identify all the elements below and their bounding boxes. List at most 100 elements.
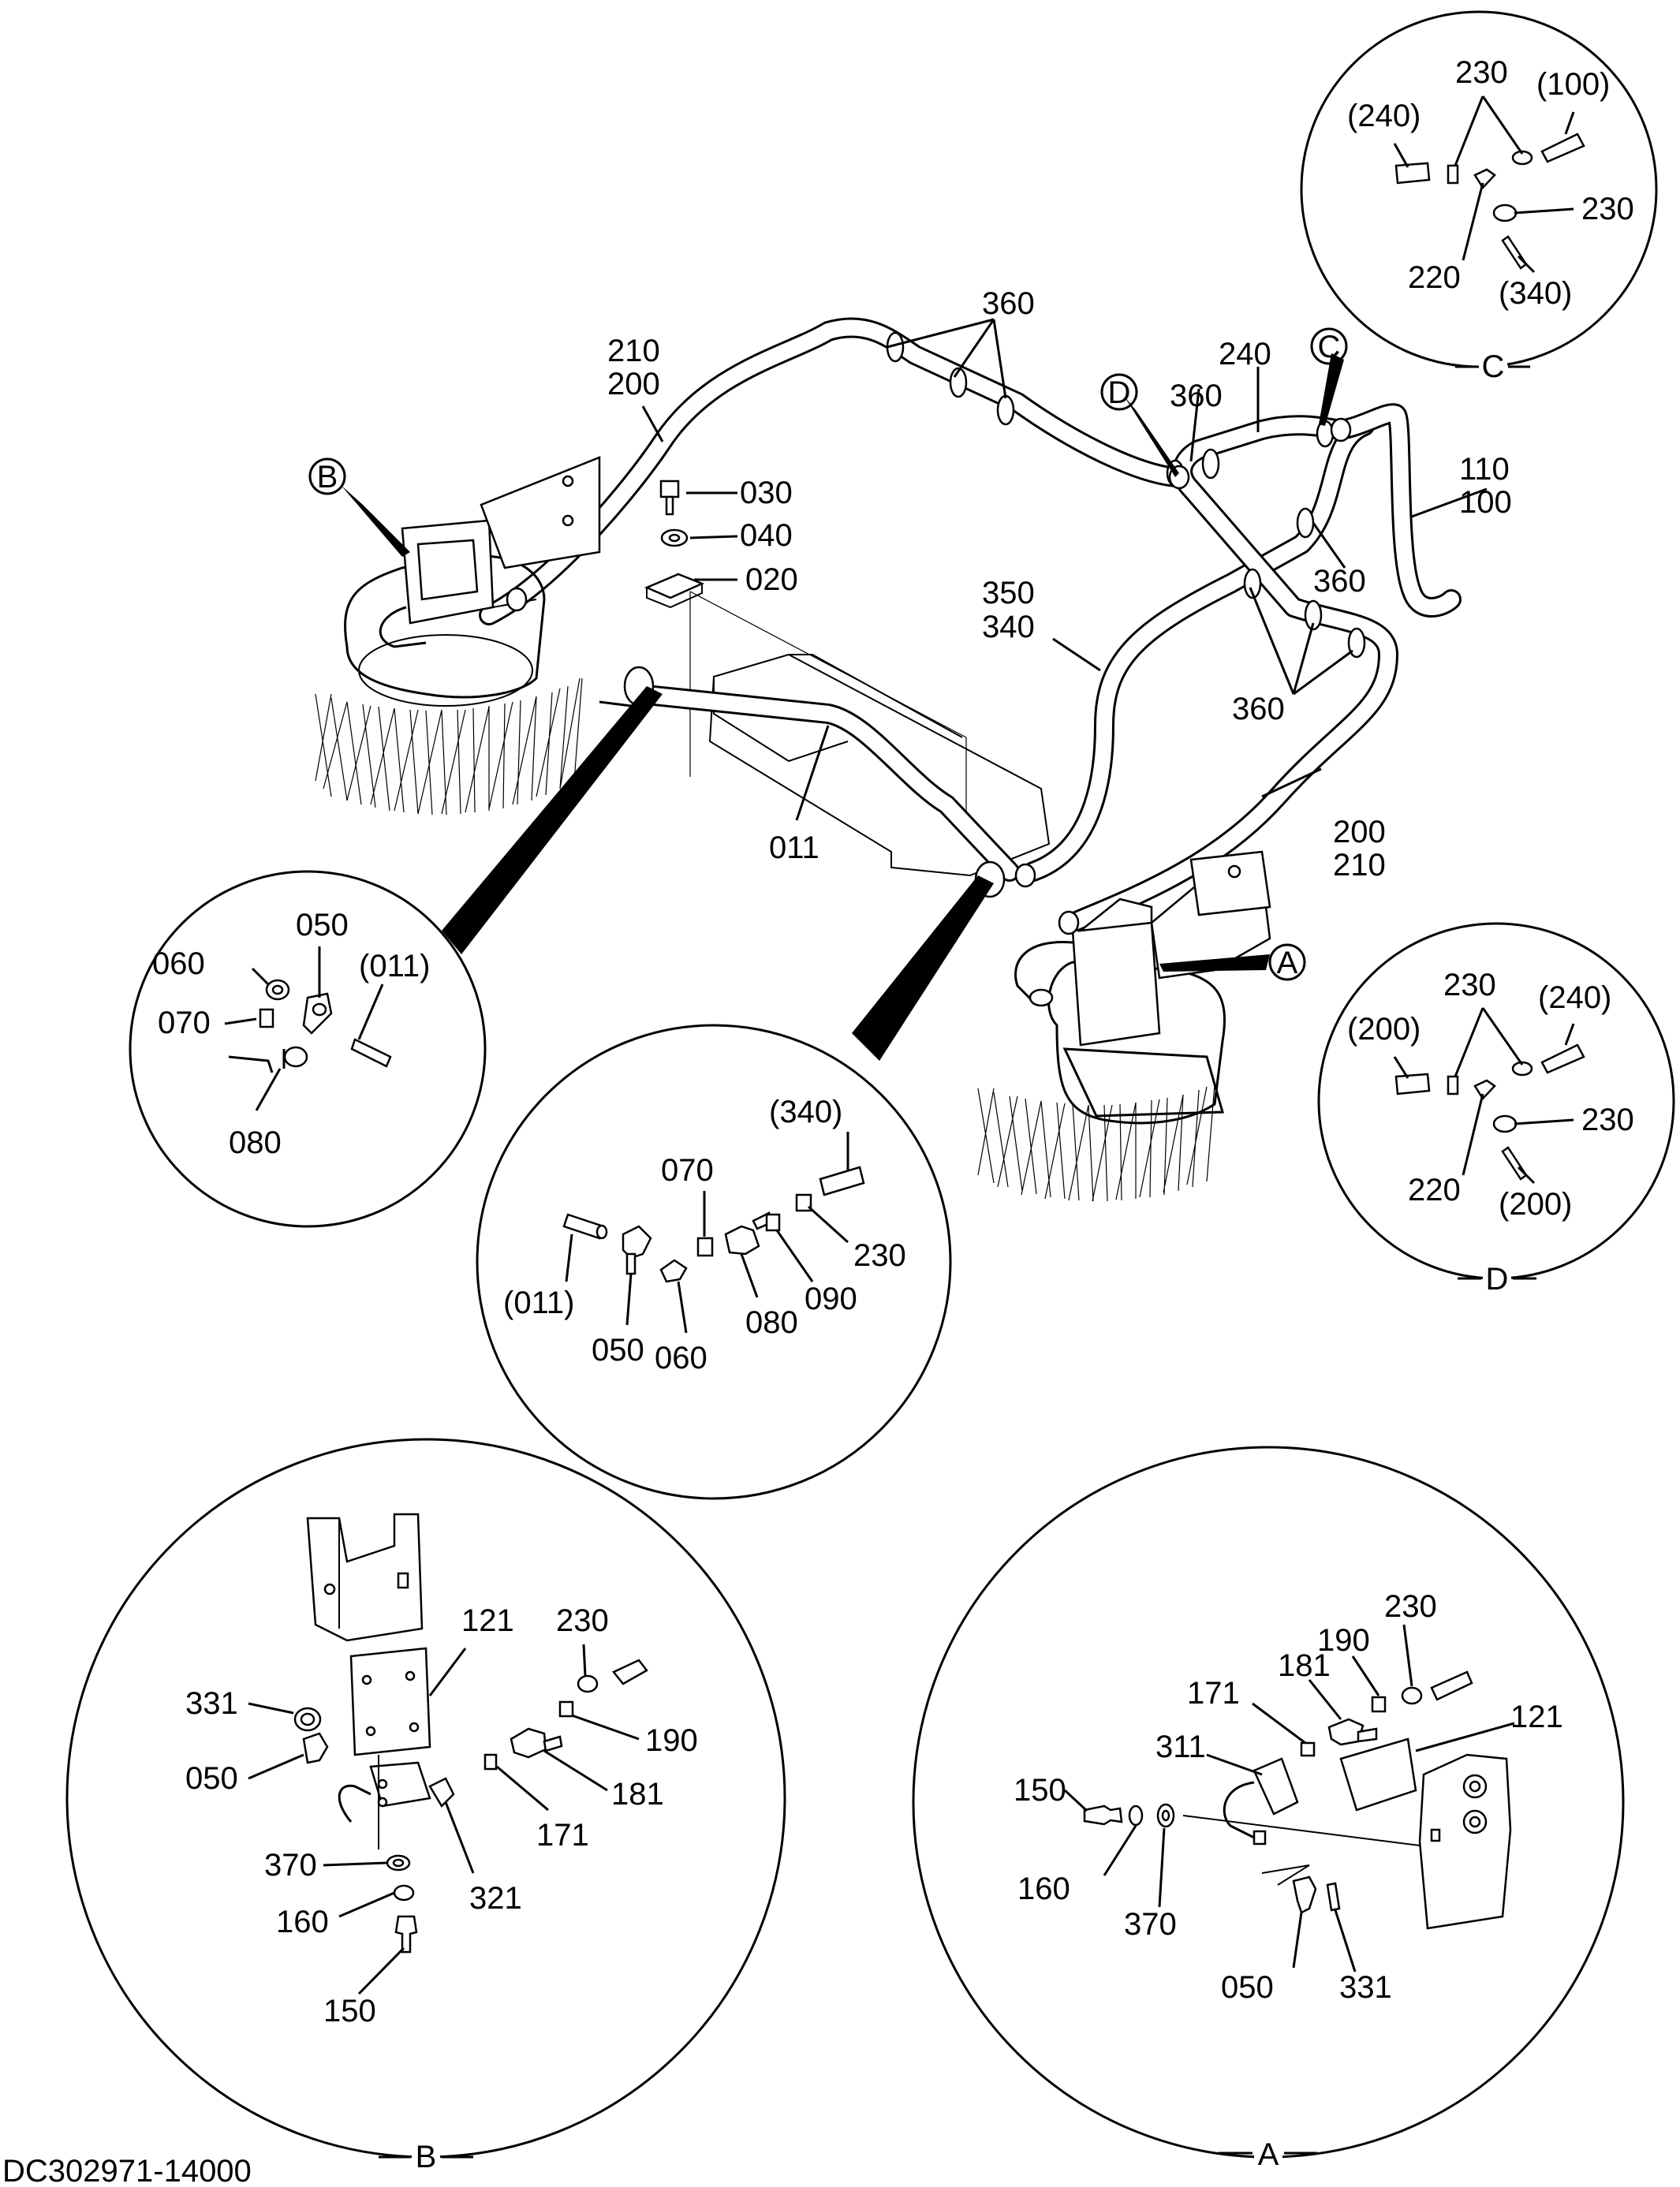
detail-b-331: 331	[185, 1686, 238, 1721]
label-360-top: 360	[982, 286, 1035, 321]
detail-b-181: 181	[611, 1777, 664, 1812]
document-code: DC302971-14000	[2, 2154, 252, 2187]
detail-left-leaders	[224, 946, 384, 1111]
detail-b-160: 160	[276, 1905, 329, 1939]
detail-a-171: 171	[1187, 1676, 1240, 1711]
detail-a-311: 311	[1155, 1730, 1206, 1764]
detail-b-230: 230	[556, 1603, 609, 1638]
hose-200-210-left	[479, 317, 1185, 625]
detail-b-labels: 121 230 331 190 050 181 171 370 321 160 …	[185, 1603, 698, 2028]
detail-a-230: 230	[1384, 1589, 1437, 1624]
detail-c-100: (100)	[1536, 67, 1610, 102]
callout-d: D	[1100, 373, 1138, 411]
detail-c: C 230 (100) (240) 230 220 (340)	[1300, 10, 1658, 384]
detail-a-190: 190	[1317, 1623, 1370, 1658]
detail-center-050: 050	[592, 1333, 644, 1368]
detail-a-parts	[1083, 1670, 1512, 1930]
detail-left-parts	[228, 979, 392, 1073]
callout-a: A	[1268, 943, 1306, 981]
label-040: 040	[740, 518, 793, 553]
detail-b-letter: B	[416, 2140, 437, 2174]
detail-b-parts	[293, 1513, 648, 1954]
detail-center-060: 060	[655, 1341, 707, 1375]
label-200: 200	[607, 367, 660, 401]
detail-a-121: 121	[1510, 1700, 1563, 1734]
detail-center-230: 230	[853, 1238, 906, 1273]
detail-b-190: 190	[645, 1723, 698, 1758]
label-360-low: 360	[1232, 692, 1285, 726]
hose-200-210-right	[1062, 415, 1398, 933]
label-210: 210	[607, 334, 660, 368]
detail-center-080: 080	[745, 1305, 798, 1340]
detail-left-small: 050 060 (011) 070 080	[129, 870, 487, 1228]
detail-left-050: 050	[296, 908, 349, 942]
detail-b-150: 150	[323, 1994, 376, 2028]
detail-a-letter: A	[1258, 2137, 1279, 2172]
callout-a-letter: A	[1277, 946, 1298, 980]
hose-340-350	[1023, 416, 1375, 882]
detail-b-121: 121	[461, 1603, 514, 1638]
label-020: 020	[745, 562, 798, 597]
detail-c-240: (240)	[1347, 99, 1421, 133]
detail-center: (340) 070 230 (011) 090 080 050 060	[476, 1024, 952, 1500]
detail-d-letter: D	[1486, 1262, 1509, 1297]
main-assembly: B D C A 210 200 360 240 360 110 100 030 …	[308, 286, 1512, 1202]
detail-d: D 230 (240) (200) 230 220 (200)	[1317, 922, 1675, 1297]
detail-center-090: 090	[805, 1282, 857, 1316]
detail-d-230-right: 230	[1581, 1103, 1634, 1137]
detail-a-labels: 230 190 181 171 121 311 150 160 370 050 …	[1014, 1589, 1563, 2005]
detail-b: B	[65, 1438, 786, 2174]
detail-b-321: 321	[469, 1881, 522, 1916]
detail-d-parts	[1394, 1043, 1585, 1181]
label-360-mid: 360	[1313, 564, 1366, 599]
detail-d-200-left: (200)	[1347, 1012, 1421, 1047]
detail-left-labels: 050 060 (011) 070 080	[152, 908, 430, 1160]
callout-b-letter: B	[317, 460, 338, 495]
label-350: 350	[982, 576, 1035, 610]
detail-left-070: 070	[158, 1006, 211, 1040]
detail-a-150: 150	[1014, 1773, 1066, 1808]
main-labels: 210 200 360 240 360 110 100 030 040 020 …	[607, 286, 1512, 883]
bolt-washer-bracket	[644, 480, 705, 609]
brush-bristles-right	[977, 1084, 1215, 1202]
callout-pointers	[341, 353, 1344, 1061]
main-leaders	[641, 318, 1488, 821]
detail-b-370: 370	[264, 1848, 317, 1883]
right-brush-head	[977, 850, 1271, 1202]
detail-center-340: (340)	[769, 1095, 842, 1129]
detail-d-200-bottom: (200)	[1499, 1187, 1572, 1222]
detail-left-080: 080	[229, 1125, 282, 1160]
detail-c-230-right: 230	[1581, 192, 1634, 226]
detail-a-leaders	[1063, 1624, 1515, 1972]
brush-bristles-left	[315, 677, 583, 815]
detail-b-leaders	[248, 1644, 640, 1995]
detail-left-060: 060	[152, 946, 205, 981]
detail-left-011: (011)	[359, 949, 430, 983]
detail-c-leaders	[1393, 95, 1575, 274]
detail-c-parts	[1394, 132, 1585, 270]
detail-d-labels: 230 (240) (200) 230 220 (200)	[1347, 968, 1634, 1222]
detail-b-050: 050	[185, 1761, 238, 1796]
label-240: 240	[1219, 337, 1271, 371]
detail-a-181: 181	[1278, 1648, 1331, 1683]
detail-d-220: 220	[1408, 1173, 1461, 1207]
label-360-d: 360	[1170, 379, 1223, 413]
detail-c-340: (340)	[1499, 276, 1572, 311]
detail-d-leaders	[1393, 1007, 1575, 1185]
callout-c: C	[1310, 327, 1348, 365]
detail-c-220: 220	[1408, 260, 1461, 295]
label-200-b: 200	[1333, 815, 1386, 849]
detail-d-230-top: 230	[1443, 968, 1496, 1002]
detail-c-labels: 230 (100) (240) 230 220 (340)	[1347, 55, 1634, 311]
detail-a: A	[912, 1446, 1625, 2172]
hose-100-110	[1331, 403, 1462, 618]
left-brush-head	[315, 456, 601, 815]
detail-c-letter: C	[1482, 349, 1505, 384]
label-100: 100	[1459, 485, 1512, 520]
detail-center-011: (011)	[503, 1286, 574, 1320]
detail-d-240: (240)	[1538, 980, 1611, 1015]
label-110: 110	[1459, 452, 1510, 487]
detail-center-leaders	[565, 1132, 849, 1334]
label-030: 030	[740, 476, 793, 510]
